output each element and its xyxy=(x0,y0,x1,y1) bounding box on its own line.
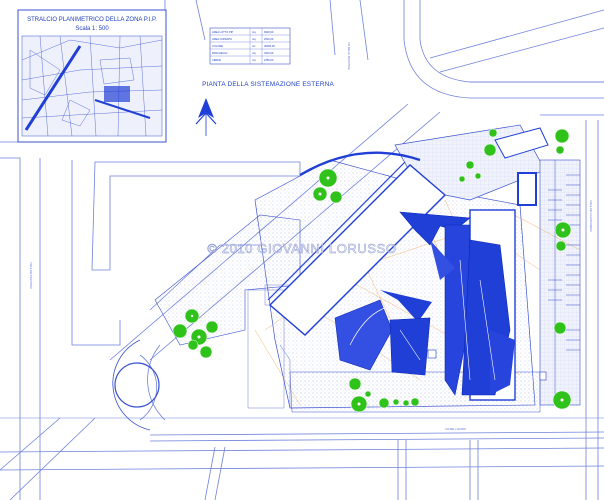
tree-canopy-marks xyxy=(190,176,565,406)
building-footprint xyxy=(267,151,537,401)
north-arrow-icon xyxy=(195,98,217,136)
table-row-4-unit: mq xyxy=(252,52,256,55)
inset-location-map: STRALCIO PLANIMETRICO DELLA ZONA P.I.P. … xyxy=(17,9,167,143)
table-row-1-unit: mq xyxy=(252,31,256,34)
street-label-4: VIA DEL LAVORO xyxy=(445,427,466,431)
table-row-5-label: VERDE xyxy=(212,58,221,62)
table-row-4-value: 3410,00 xyxy=(264,51,274,55)
parking-stalls xyxy=(548,160,580,405)
table-row-5-value: 1850,00 xyxy=(264,58,274,62)
street-label-3: VIALE DEI CALZATURIERI xyxy=(589,200,593,232)
table-row-3-value: 30000,00 xyxy=(264,44,275,48)
roundabout xyxy=(112,339,160,431)
service-building xyxy=(427,127,549,381)
area-data-table: AREA LOTTO PIP mq 9930,00 AREA COPERTA m… xyxy=(209,27,291,65)
inset-scale: Scala 1: 500 xyxy=(75,26,109,32)
table-row-3-unit: mc xyxy=(252,45,256,48)
plan-title: PIANTA DELLA SISTEMAZIONE ESTERNA xyxy=(202,81,334,88)
copyright-watermark: © 2010 GIOVANNI LORUSSO xyxy=(207,241,396,256)
table-row-1-value: 9930,00 xyxy=(264,30,274,34)
street-label-1: VIA DELLE INDUSTRIE xyxy=(347,42,351,70)
table-row-5-unit: mq xyxy=(252,59,256,62)
inset-title: STRALCIO PLANIMETRICO DELLA ZONA P.I.P. xyxy=(27,17,157,23)
table-row-2-label: AREA COPERTA xyxy=(212,37,232,41)
table-row-2-value: 2520,00 xyxy=(264,37,274,41)
street-label-2: VIALE DEI TESSITORI xyxy=(29,262,33,289)
table-row-2-unit: mq xyxy=(252,38,256,41)
table-row-1-label: AREA LOTTO PIP xyxy=(212,30,233,34)
table-row-4-label: PARCHEGGI xyxy=(212,51,228,55)
table-row-3-label: VOLUME xyxy=(212,44,223,48)
